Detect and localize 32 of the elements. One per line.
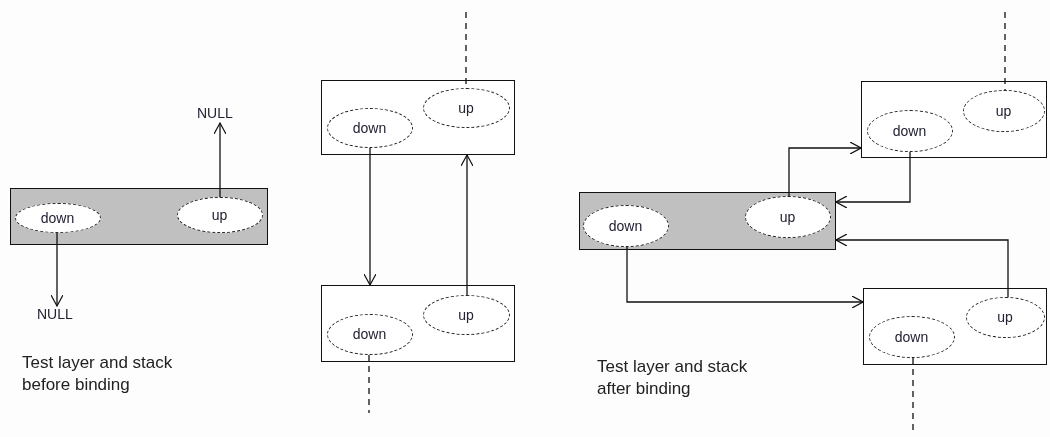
null-label: NULL [197,105,233,121]
arrow [835,233,1009,298]
port-ellipse: up [176,196,263,233]
dashed-line [1004,11,1006,91]
port-ellipse: down [326,313,413,355]
layer-box [861,81,1047,158]
arrow [626,246,864,309]
caption-text: Test layer and stack after binding [597,356,749,400]
dashed-line [368,354,370,414]
arrow [50,232,64,307]
port-ellipse: up [422,294,510,335]
arrow [460,154,474,296]
layer-box [863,288,1047,365]
layer-box [10,188,268,245]
port-ellipse: up [422,87,510,128]
port-ellipse: down [866,109,953,152]
arrow [213,122,227,198]
port-ellipse: down [14,202,101,233]
port-ellipse: down [868,315,955,358]
port-ellipse: up [744,195,831,238]
port-ellipse: up [965,296,1045,338]
arrow [788,141,862,197]
layer-box [321,285,515,362]
port-ellipse: down [326,107,413,148]
arrow [363,147,377,286]
caption-text: Test layer and stack before binding [22,352,174,396]
null-label: NULL [37,306,73,322]
port-ellipse: down [582,204,669,247]
layer-box [321,80,515,155]
arrow [835,151,911,209]
port-ellipse: up [962,89,1045,132]
layer-box [579,192,836,250]
